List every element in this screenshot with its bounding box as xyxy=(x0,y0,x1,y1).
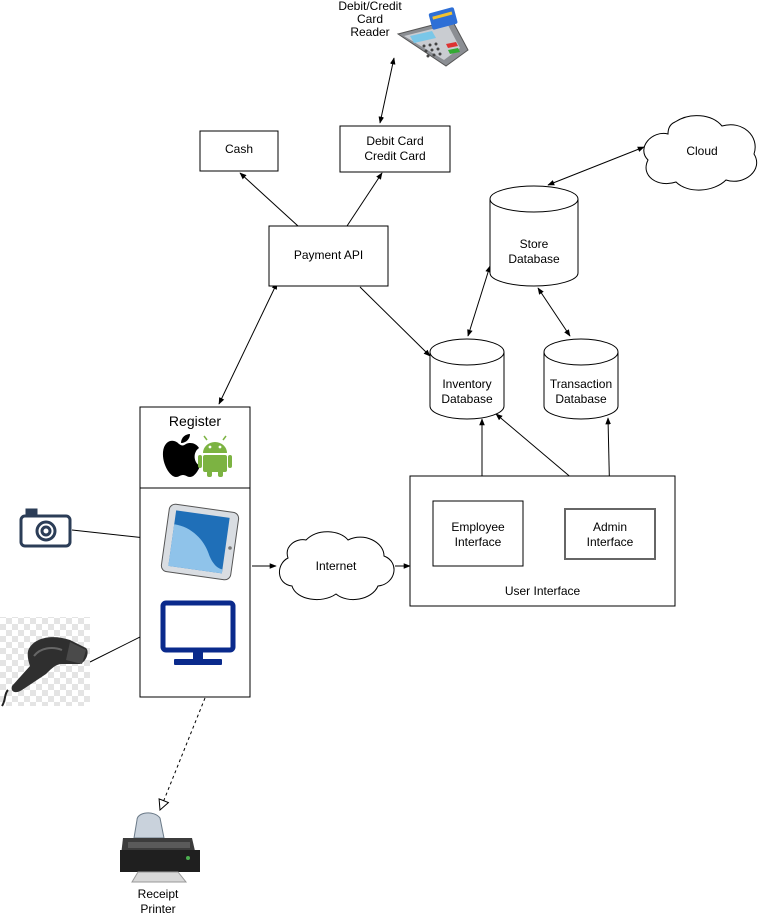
edge-payment-api-cash xyxy=(239,172,299,227)
store-database-shape xyxy=(489,185,579,287)
card-reader-label: Debit/Credit Card Reader xyxy=(330,0,410,39)
internet-shape xyxy=(279,531,395,601)
card-reader-label-line-1: Debit/Credit xyxy=(338,0,402,13)
edge-payment-api-register xyxy=(218,282,278,405)
edge-store-db-inventory-db xyxy=(467,265,491,337)
internet-label: Internet xyxy=(315,559,357,573)
store-database-label: Store Database xyxy=(490,237,578,267)
edge-register-receipt-printer xyxy=(160,697,206,810)
inventory-database-label: Inventory Database xyxy=(428,377,506,407)
receipt-printer-label-line-2: Printer xyxy=(140,902,176,916)
printer-icon xyxy=(120,812,200,883)
tablet-icon xyxy=(160,503,240,581)
admin-interface-label-line-1: Admin xyxy=(592,520,627,534)
employee-interface-label: Employee Interface xyxy=(433,520,523,550)
edge-card-reader-debit-card xyxy=(378,57,396,124)
inventory-database-label-line-2: Database xyxy=(441,392,493,406)
store-database-label-line-1: Store xyxy=(519,237,549,251)
android-icon xyxy=(198,435,232,477)
store-database-label-line-2: Database xyxy=(508,252,560,266)
credit-card-label: Credit Card xyxy=(364,149,426,163)
transaction-database-label: Transaction Database xyxy=(541,377,621,407)
cash-label: Cash xyxy=(224,142,253,156)
register-label: Register xyxy=(168,413,222,429)
debit-credit-label: Debit Card Credit Card xyxy=(340,134,450,164)
cloud-shape xyxy=(643,115,757,191)
edge-cloud-store-db xyxy=(547,146,645,186)
transaction-database-label-line-1: Transaction xyxy=(549,377,613,391)
edge-payment-api-debit-card xyxy=(346,172,383,227)
employee-interface-label-line-2: Interface xyxy=(454,535,502,549)
inventory-database-shape xyxy=(429,338,505,420)
admin-interface-box xyxy=(564,508,656,560)
debit-credit-box xyxy=(339,125,451,173)
monitor-icon xyxy=(160,600,236,665)
camera-icon xyxy=(19,508,72,548)
user-interface-label: User Interface xyxy=(504,584,581,598)
payment-api-label: Payment API xyxy=(293,248,364,262)
inventory-database-label-line-1: Inventory xyxy=(442,377,492,391)
admin-interface-label-line-2: Interface xyxy=(586,535,634,549)
barcode-scanner-icon xyxy=(0,617,90,707)
transaction-database-shape xyxy=(543,338,619,420)
cloud-label: Cloud xyxy=(686,144,718,158)
receipt-printer-label: Receipt Printer xyxy=(118,887,198,917)
debit-card-label: Debit Card xyxy=(366,134,424,148)
employee-interface-label-line-1: Employee xyxy=(451,520,505,534)
edge-store-db-transaction-db xyxy=(537,287,571,337)
payment-api-box xyxy=(268,225,389,287)
apple-icon xyxy=(162,434,200,477)
receipt-printer-label-line-1: Receipt xyxy=(137,887,179,901)
cash-box xyxy=(199,130,279,172)
employee-interface-box xyxy=(432,500,524,567)
card-reader-icon xyxy=(396,7,469,67)
admin-interface-label: Admin Interface xyxy=(565,520,655,550)
card-reader-label-line-3: Reader xyxy=(350,25,390,39)
edge-payment-api-inventory-db xyxy=(359,286,431,357)
transaction-database-label-line-2: Database xyxy=(555,392,607,406)
card-reader-label-line-2: Card xyxy=(356,12,383,26)
